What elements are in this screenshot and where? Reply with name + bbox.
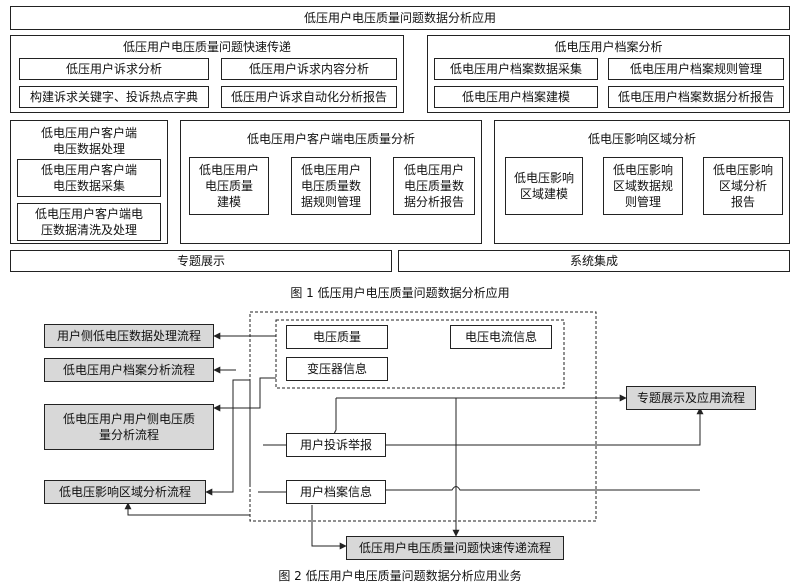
client-process-item-1: 低电压用户客户端 电压数据采集: [17, 159, 161, 197]
mid-complaint-box: 用户投诉举报: [286, 433, 386, 457]
client-quality-item-3: 低电压用户 电压质量数 据分析报告: [393, 157, 475, 215]
fig2-inner-dashed-group: [275, 319, 565, 389]
inner-voltage-current: 电压电流信息: [450, 325, 552, 349]
client-process-item-2: 低电压用户客户端电 压数据清洗及处理: [17, 203, 161, 241]
flow-to-user-side: [213, 377, 276, 412]
topic-display-box: 专题展示: [10, 250, 392, 272]
region-item-3: 低电压影响 区域分析 报告: [703, 157, 783, 215]
archive-item-2: 低电压用户档案规则管理: [608, 58, 784, 80]
quick-item-2: 低压用户诉求内容分析: [221, 58, 397, 80]
mid-archive-info-box: 用户档案信息: [286, 480, 386, 504]
flow-archive-right: [386, 486, 596, 491]
archive-item-3: 低电压用户档案建模: [434, 86, 598, 108]
process-flow-box-3: 低电压用户用户侧电压质 量分析流程: [44, 404, 214, 450]
archive-group: 低电压用户档案分析 低电压用户档案数据采集 低电压用户档案规则管理 低电压用户档…: [427, 35, 790, 113]
region-item-1: 低电压影响 区域建模: [505, 157, 583, 215]
flow-archive-to-quick: [311, 505, 347, 550]
client-quality-group: 低电压用户客户端电压质量分析 低电压用户 电压质量 建模 低电压用户 电压质量数…: [180, 120, 482, 244]
archive-title: 低电压用户档案分析: [554, 40, 663, 54]
client-quality-title: 低电压用户客户端电压质量分析: [246, 132, 415, 146]
region-group: 低电压影响区域分析 低电压影响 区域建模 低电压影响 区域数据规 则管理 低电压…: [494, 120, 790, 244]
topic-application-box: 专题展示及应用流程: [626, 386, 756, 410]
archive-item-1: 低电压用户档案数据采集: [434, 58, 598, 80]
quick-item-1: 低压用户诉求分析: [19, 58, 209, 80]
system-integration-box: 系统集成: [398, 250, 790, 272]
quick-transfer-flow-box: 低压用户电压质量问题快速传递流程: [346, 536, 564, 560]
process-flow-box-1: 用户侧低电压数据处理流程: [44, 324, 214, 348]
fig1-caption: 图 1 低压用户电压质量问题数据分析应用: [290, 286, 510, 300]
client-process-group: 低电压用户客户端 电压数据处理 低电压用户客户端 电压数据采集 低电压用户客户端…: [10, 120, 168, 244]
archive-item-4: 低电压用户档案数据分析报告: [608, 86, 784, 108]
client-process-title: 低电压用户客户端 电压数据处理: [40, 126, 137, 156]
flow-region: [205, 379, 251, 496]
quick-item-3: 构建诉求关键字、投诉热点字典: [19, 86, 209, 108]
process-flow-box-2: 低电压用户档案分析流程: [44, 358, 214, 382]
region-title: 低电压影响区域分析: [587, 132, 696, 146]
flow-to-region-bottom: [124, 502, 250, 516]
flow-complaint-right: [386, 407, 704, 446]
inner-voltage-quality: 电压质量: [286, 325, 388, 349]
quick-transfer-group: 低压用户电压质量问题快速传递 低压用户诉求分析 低压用户诉求内容分析 构建诉求关…: [10, 35, 404, 113]
quick-item-4: 低压用户诉求自动化分析报告: [221, 86, 397, 108]
fig2-caption: 图 2 低压用户电压质量问题数据分析应用业务: [278, 569, 522, 583]
client-quality-item-1: 低电压用户 电压质量 建模: [189, 157, 269, 215]
fig1-title: 低压用户电压质量问题数据分析应用: [10, 6, 790, 30]
process-flow-box-4: 低电压影响区域分析流程: [44, 480, 206, 504]
inner-transformer: 变压器信息: [286, 357, 388, 381]
quick-transfer-title: 低压用户电压质量问题快速传递: [122, 40, 291, 54]
region-item-2: 低电压影响 区域数据规 则管理: [603, 157, 683, 215]
client-quality-item-2: 低电压用户 电压质量数 据规则管理: [291, 157, 371, 215]
